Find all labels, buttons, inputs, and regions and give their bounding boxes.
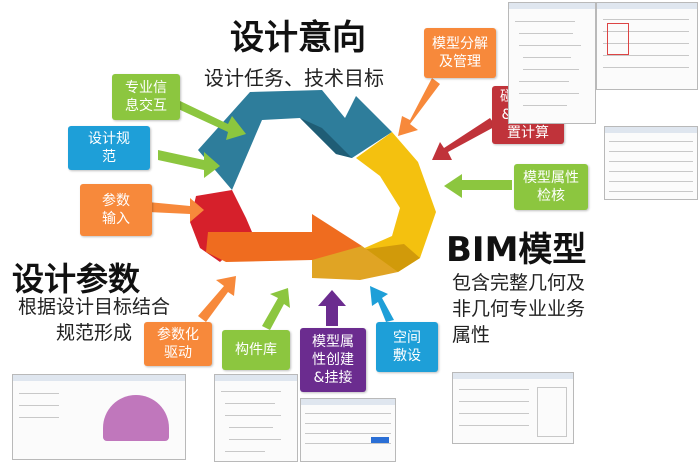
thumbnail-model-tree-window — [508, 2, 596, 124]
left-subtitle: 根据设计目标结合 规范形成 — [17, 296, 170, 344]
top-title: 设计意向 — [230, 18, 366, 58]
box-space-laying: 空间 敷设 — [376, 322, 438, 372]
cycle-arrow-yellow-dark — [360, 244, 420, 272]
connector-arrow-1 — [176, 100, 246, 140]
cycle-arrow-yellow — [356, 132, 436, 272]
connector-arrow-4 — [398, 78, 440, 136]
box-parameter-input: 参数 输入 — [80, 184, 152, 236]
box-design-spec: 设计规 范 — [68, 126, 150, 170]
thumbnail-3d-model-window — [12, 374, 186, 460]
thumbnail-check-table-window — [604, 126, 698, 200]
box-model-attribute-check: 模型属性 检核 — [514, 164, 588, 210]
tunnel-model-shape — [103, 395, 169, 441]
connector-arrow-3 — [148, 198, 204, 222]
connector-arrow-5 — [432, 118, 496, 160]
connector-arrow-7 — [198, 276, 236, 322]
top-subtitle: 设计任务、技术目标 — [204, 66, 384, 90]
connector-arrow-2 — [158, 150, 220, 178]
thumbnail-attribute-window — [596, 2, 698, 90]
cycle-arrow-teal-dark — [300, 118, 352, 158]
cycle-arrow-orange-tail — [312, 246, 398, 280]
right-subtitle: 包含完整几何及 非几何专业业务 属性 — [452, 272, 586, 346]
thumbnail-component-library-window — [214, 374, 298, 462]
connector-arrow-8 — [262, 288, 290, 330]
left-title: 设计参数 — [12, 260, 141, 298]
thumbnail-attribute-create-window — [300, 398, 396, 462]
box-model-breakdown: 模型分解 及管理 — [424, 28, 496, 78]
box-model-attribute-create: 模型属 性创建 &挂接 — [300, 328, 366, 392]
connector-arrow-9 — [318, 290, 346, 326]
right-title: BIM模型 — [446, 230, 587, 270]
box-component-library: 构件库 — [222, 330, 290, 370]
cycle-arrow-teal — [198, 90, 392, 190]
thumbnail-space-laying-window — [452, 372, 574, 444]
connector-arrow-10 — [370, 286, 394, 322]
box-professional-info-exchange: 专业信 息交互 — [112, 74, 180, 120]
box-parametric-drive: 参数化 驱动 — [144, 322, 212, 366]
connector-arrow-6 — [444, 174, 512, 198]
